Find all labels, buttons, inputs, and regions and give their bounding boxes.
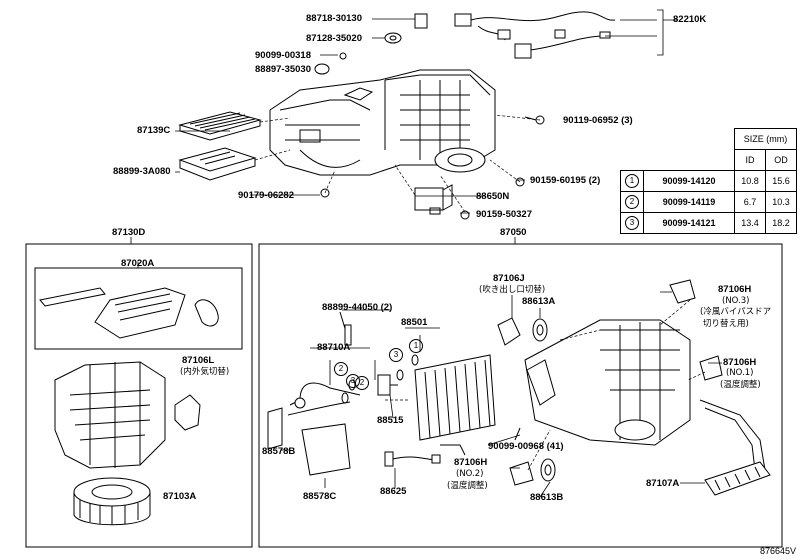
label-87128-35020: 87128-35020	[306, 33, 362, 44]
label-87106H-c: 87106H	[454, 457, 488, 468]
leader-lines-dashed-right	[385, 299, 706, 471]
label-88899-44050: 88899-44050 (2)	[322, 302, 393, 313]
actuator-87106J	[497, 317, 521, 346]
label-87106H-c-desc: (温度調整)	[447, 481, 488, 491]
label-87107A: 87107A	[646, 478, 680, 489]
label-87106H-b-desc: (温度調整)	[720, 380, 761, 390]
evaporator-88501	[414, 354, 496, 456]
col-od: OD	[765, 149, 797, 171]
actuator-87106H-no3	[669, 279, 696, 304]
label-88625: 88625	[380, 486, 407, 497]
label-90119-06952: 90119-06952 (3)	[563, 115, 633, 126]
gear-88613B	[540, 458, 556, 482]
row-id: 10.8	[734, 170, 766, 192]
row-mark: 3	[625, 216, 639, 230]
label-87106H-b: 87106H	[723, 357, 757, 368]
col-id: ID	[734, 149, 766, 171]
sensor-88650N	[414, 184, 453, 215]
actuator-87106H-no1	[699, 355, 723, 381]
pad-88578B	[267, 407, 283, 450]
callout-3: 3	[389, 348, 403, 362]
fan-motor-87103A	[73, 477, 151, 526]
label-88899-3A080: 88899-3A080	[113, 166, 171, 177]
label-87103A: 87103A	[163, 491, 197, 502]
row-mark: 2	[625, 195, 639, 209]
label-88515: 88515	[377, 415, 404, 426]
label-88613A: 88613A	[522, 296, 556, 307]
wire-harness-82210K	[454, 11, 616, 59]
label-88578B: 88578B	[262, 446, 296, 457]
pad-88578C	[301, 423, 351, 476]
label-88613B: 88613B	[530, 492, 564, 503]
label-88897-35030: 88897-35030	[255, 64, 311, 75]
label-90099-00968: 90099-00968 (41)	[488, 441, 564, 452]
label-88501: 88501	[401, 317, 428, 328]
leader-lines-right	[280, 291, 722, 498]
hvac-unit-right	[524, 319, 691, 446]
label-87106H-a-no: (NO.3)	[722, 296, 750, 306]
row-id: 6.7	[734, 191, 766, 213]
sensor-88625	[384, 451, 441, 467]
label-88710A: 88710A	[317, 342, 351, 353]
label-87106L-desc: (内外気切替)	[180, 367, 230, 377]
gear-88613A	[532, 318, 548, 342]
label-88578C: 88578C	[303, 491, 337, 502]
small-clips	[314, 13, 428, 75]
label-87139C: 87139C	[137, 125, 171, 136]
actuator-87106H-no2	[509, 461, 534, 486]
row-od: 18.2	[765, 212, 797, 234]
label-87020A: 87020A	[121, 258, 155, 269]
row-part: 90099-14120	[643, 170, 735, 192]
label-87106L: 87106L	[182, 355, 215, 366]
table-row: 2 90099-14119 6.7 10.3	[620, 191, 797, 213]
blower-unit	[54, 361, 201, 469]
row-part: 90099-14119	[643, 191, 735, 213]
diagram-id: 876645V	[760, 546, 797, 556]
callout-2b: 2	[355, 376, 369, 390]
label-87106H-c-no: (NO.2)	[456, 469, 484, 479]
callout-2: 2	[334, 362, 348, 376]
label-88650N: 88650N	[476, 191, 510, 202]
label-87106H-a-desc1: (冷風バイパスドア	[700, 307, 772, 317]
label-87130D: 87130D	[112, 227, 146, 238]
leader-lines-top	[254, 114, 541, 213]
pipes-88710A	[287, 311, 361, 416]
label-90159-60195: 90159-60195 (2)	[530, 175, 601, 186]
label-87106J: 87106J	[493, 273, 525, 284]
label-87106H-b-no: (NO.1)	[726, 368, 754, 378]
label-88718-30130: 88718-30130	[306, 13, 362, 24]
filter-cover-88899	[178, 147, 257, 181]
row-od: 15.6	[765, 170, 797, 192]
label-87106H-a: 87106H	[718, 284, 752, 295]
label-87106H-a-desc2: 切り替え用)	[703, 319, 749, 329]
hvac-unit-top	[269, 69, 496, 176]
label-90159-50327: 90159-50327	[476, 209, 532, 220]
blower-case-87020A	[39, 287, 219, 339]
valve-88515	[377, 374, 398, 396]
heater-core-87107A	[699, 399, 771, 496]
label-90099-00318: 90099-00318	[255, 50, 311, 61]
table-row: 1 90099-14120 10.8 15.6	[620, 170, 797, 192]
size-header: SIZE (mm)	[734, 128, 797, 150]
row-od: 10.3	[765, 191, 797, 213]
size-table: SIZE (mm) ID OD 1 90099-14120 10.8 15.6 …	[620, 128, 797, 234]
label-87106J-desc: (吹き出し口切替)	[479, 285, 546, 295]
callout-1: 1	[409, 339, 423, 353]
row-mark: 1	[625, 174, 639, 188]
table-row: 3 90099-14121 13.4 18.2	[620, 212, 797, 234]
label-87050: 87050	[500, 227, 527, 238]
label-90179-06282: 90179-06282	[238, 190, 294, 201]
label-82210K: 82210K	[673, 14, 707, 25]
row-id: 13.4	[734, 212, 766, 234]
row-part: 90099-14121	[643, 212, 735, 234]
air-filter-87139C	[178, 111, 262, 141]
